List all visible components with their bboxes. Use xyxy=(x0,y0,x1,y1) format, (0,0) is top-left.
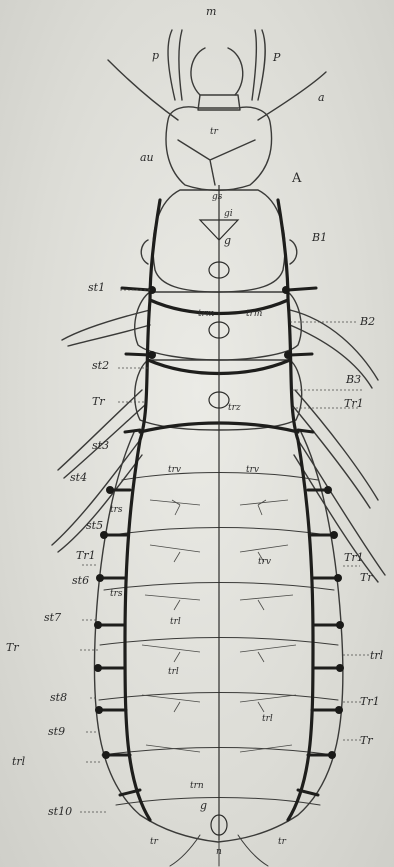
label-n: n xyxy=(216,848,222,857)
leader-lines xyxy=(80,290,370,812)
head-capsule xyxy=(166,107,272,190)
label-Tr-margin: Tr xyxy=(6,642,19,653)
label-st6: st6 xyxy=(72,575,89,586)
head-sutures xyxy=(178,140,255,185)
label-tr-bottom-left: tr xyxy=(150,838,158,847)
label-trv-mid: trv xyxy=(258,558,271,567)
label-B2: B2 xyxy=(360,316,375,327)
label-trs-2: trs xyxy=(110,590,123,599)
label-trs-1: trs xyxy=(110,506,123,515)
label-Tr-low: Tr xyxy=(360,735,373,746)
label-Tr1-low: Tr1 xyxy=(360,696,380,707)
label-p-left: p xyxy=(152,50,159,61)
metathorax xyxy=(135,360,302,430)
label-trv-left: trv xyxy=(168,466,181,475)
label-Tr1-right: Tr1 xyxy=(344,552,364,563)
label-st4: st4 xyxy=(70,472,87,483)
label-st5: st5 xyxy=(86,520,103,531)
label-trl-1: trl xyxy=(170,618,181,627)
label-B3: B3 xyxy=(346,374,361,385)
label-a: a xyxy=(318,92,325,103)
label-Tr1-left: Tr1 xyxy=(76,550,96,561)
label-gs: gs xyxy=(212,193,222,202)
label-Tr-left: Tr xyxy=(92,396,105,407)
label-trl-3: trl xyxy=(262,715,273,724)
label-st8: st8 xyxy=(50,692,67,703)
left-lateral-trunk xyxy=(125,200,160,820)
label-trl-left: trl xyxy=(12,756,25,767)
label-B1: B1 xyxy=(312,232,327,243)
label-Tr1-upper: Tr1 xyxy=(344,398,364,409)
label-st2: st2 xyxy=(92,360,109,371)
label-m: m xyxy=(206,6,216,17)
label-trm-right: trm xyxy=(246,310,262,319)
panel-letter: A xyxy=(292,172,301,185)
label-trl-right: trl xyxy=(370,650,383,661)
label-Tr-right: Tr xyxy=(360,572,373,583)
label-st3: st3 xyxy=(92,440,109,451)
mandibles xyxy=(191,48,243,95)
label-trn: trn xyxy=(190,782,204,791)
label-g-upper: g xyxy=(224,235,231,246)
right-antenna xyxy=(258,72,326,120)
right-palp xyxy=(252,30,265,100)
mesothorax xyxy=(135,292,301,360)
left-palp xyxy=(168,30,182,100)
label-trz: trz xyxy=(228,404,241,413)
label-trv-right: trv xyxy=(246,466,259,475)
label-st1: st1 xyxy=(88,282,105,293)
right-lateral-trunk xyxy=(278,200,313,820)
label-st9: st9 xyxy=(48,726,65,737)
label-tr-bottom-right: tr xyxy=(278,838,286,847)
label-trm-left: trm xyxy=(198,310,214,319)
label-au: au xyxy=(140,152,154,163)
label-st10: st10 xyxy=(48,806,72,817)
label-p-right: P xyxy=(273,52,280,63)
label-trl-2: trl xyxy=(168,668,179,677)
label-st7: st7 xyxy=(44,612,61,623)
label-gi: gi xyxy=(224,210,233,219)
left-antenna xyxy=(108,60,178,120)
label-tr-head: tr xyxy=(210,128,218,137)
label-g-lower: g xyxy=(200,800,207,811)
nerve-cord xyxy=(200,185,238,840)
